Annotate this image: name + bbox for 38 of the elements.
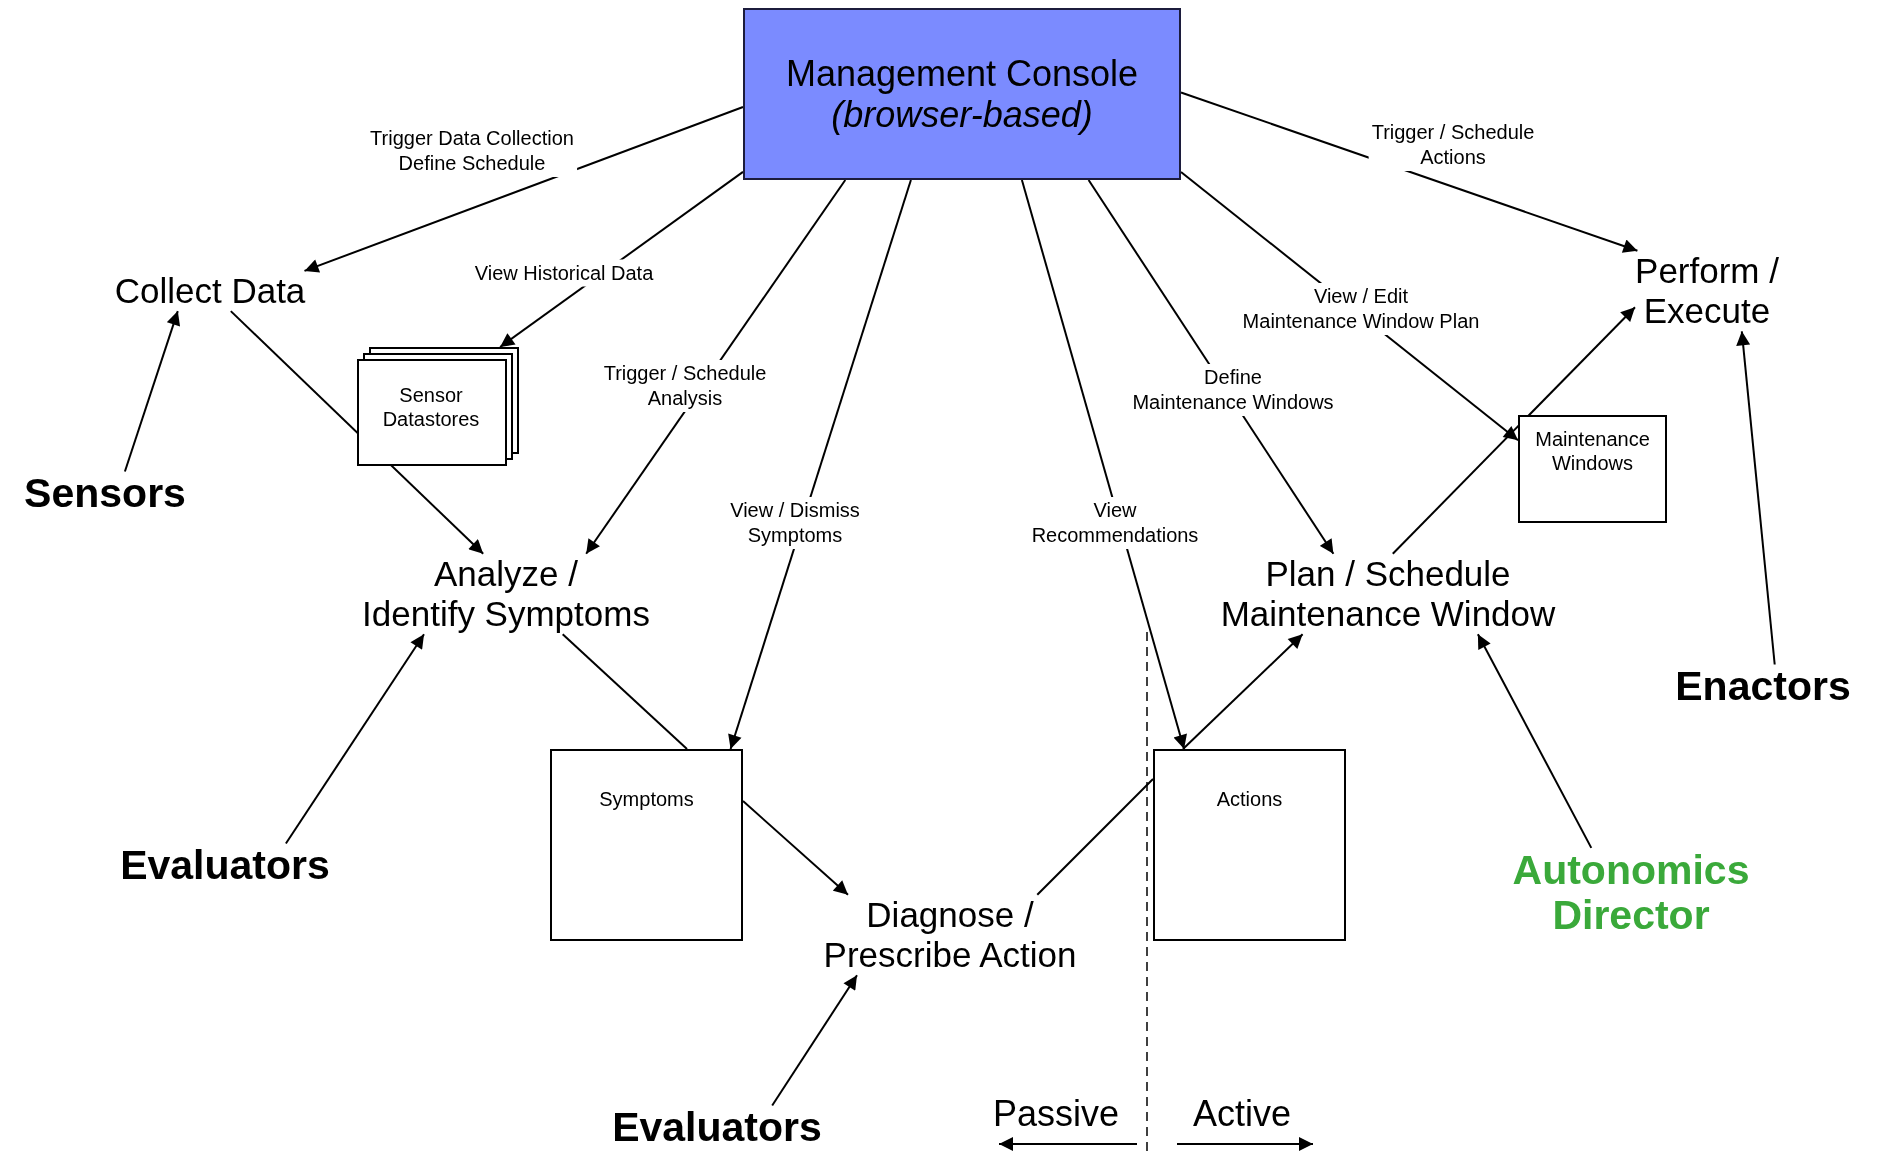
stacked-datastore-box <box>357 347 519 466</box>
actor-label: Enactors <box>1675 664 1851 710</box>
step-label: Perform / Execute <box>1635 250 1779 332</box>
box-label: Maintenance Windows <box>1534 427 1651 475</box>
region-label: Passive <box>992 1093 1120 1135</box>
actor-label: Evaluators <box>612 1105 822 1151</box>
arrow <box>284 633 425 845</box>
step-label: Diagnose / Prescribe Action <box>823 894 1077 976</box>
edge-label: View Historical Data <box>471 259 657 287</box>
arrow <box>123 310 181 473</box>
connector-line <box>1036 778 1154 896</box>
step-label: Plan / Schedule Maintenance Window <box>1220 553 1556 635</box>
data-store-box <box>1153 749 1346 941</box>
step-label: Analyze / Identify Symptoms <box>362 553 650 635</box>
arrow <box>1180 91 1639 253</box>
console-subtitle: (browser-based) <box>831 94 1093 136</box>
console-box <box>743 8 1181 180</box>
console-title: Management Console <box>785 52 1139 94</box>
box-label: Actions <box>1215 787 1284 811</box>
arrow <box>771 974 858 1107</box>
arrow <box>1736 330 1776 666</box>
box-label: Sensor Datastores <box>381 383 481 431</box>
connector-line <box>561 633 688 750</box>
data-store-box <box>550 749 743 941</box>
actor-label: Evaluators <box>120 843 330 889</box>
box-label: Symptoms <box>598 787 695 811</box>
arrow <box>1020 179 1187 750</box>
actor-label: Autonomics Director <box>1512 847 1750 939</box>
arrow <box>1476 633 1593 849</box>
arrow <box>742 800 849 896</box>
arrow <box>303 106 744 273</box>
arrow <box>728 179 912 750</box>
arrow <box>1182 633 1304 750</box>
data-store-box <box>1518 415 1667 523</box>
arrow <box>1391 306 1636 555</box>
step-label: Collect Data <box>114 270 306 312</box>
region-label: Active <box>1193 1093 1291 1135</box>
actor-label: Sensors <box>24 471 186 517</box>
